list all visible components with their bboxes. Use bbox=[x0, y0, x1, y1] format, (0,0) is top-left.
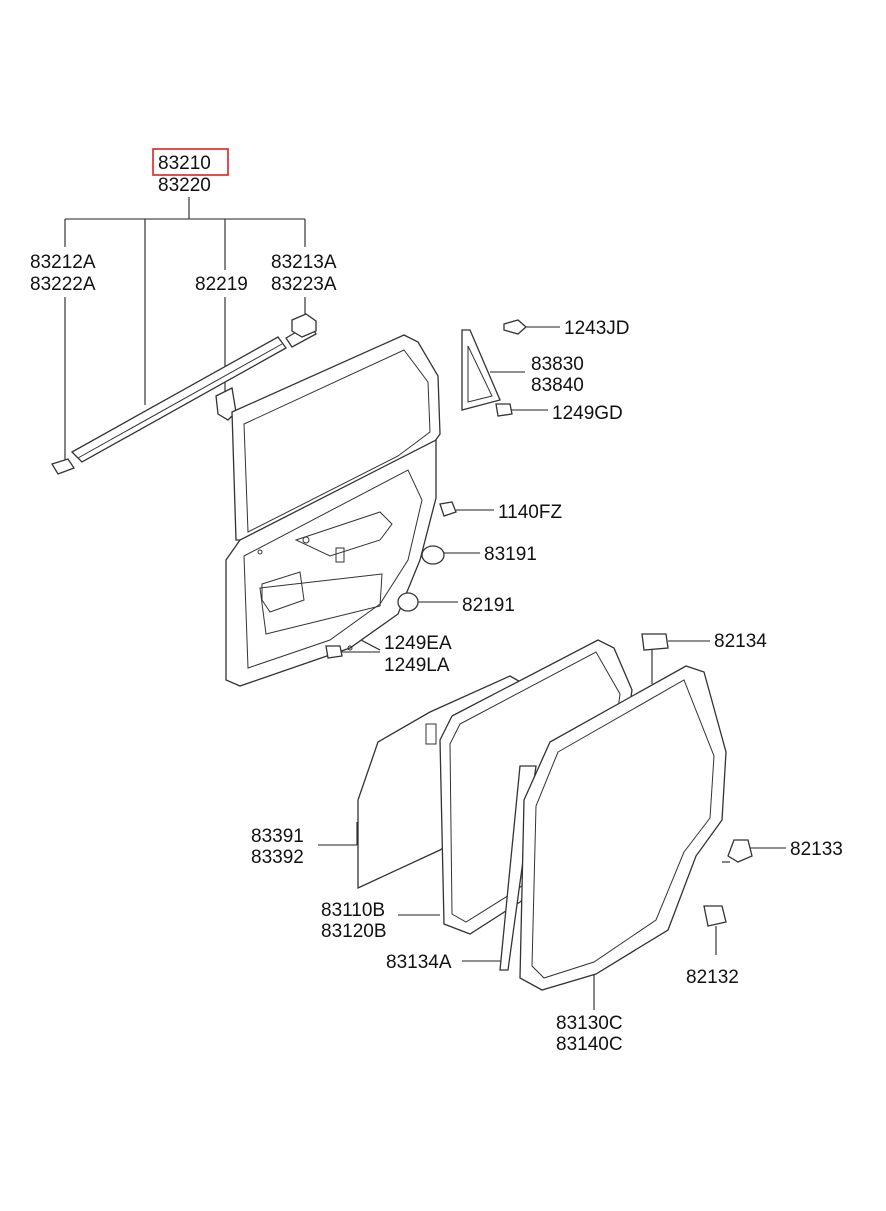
opening-weatherstrip bbox=[519, 665, 727, 991]
label-83840[interactable]: 83840 bbox=[531, 375, 584, 396]
label-83130C[interactable]: 83130C bbox=[556, 1013, 623, 1034]
label-83392[interactable]: 83392 bbox=[251, 847, 304, 868]
screw-1140fz bbox=[439, 501, 457, 517]
label-1249GD[interactable]: 1249GD bbox=[552, 403, 623, 424]
clip-82133 bbox=[727, 839, 753, 863]
label-83223A[interactable]: 83223A bbox=[271, 274, 337, 295]
leader-lines bbox=[64, 197, 786, 1010]
label-83213A[interactable]: 83213A bbox=[271, 252, 337, 273]
label-1243JD[interactable]: 1243JD bbox=[564, 318, 630, 339]
cap-82191 bbox=[397, 592, 419, 612]
triangle-garnish bbox=[461, 329, 501, 411]
label-82134[interactable]: 82134 bbox=[714, 631, 767, 652]
label-82132[interactable]: 82132 bbox=[686, 967, 739, 988]
label-1249LA[interactable]: 1249LA bbox=[384, 655, 450, 676]
screw-1249ea bbox=[325, 645, 343, 659]
label-83391[interactable]: 83391 bbox=[251, 826, 304, 847]
door-trim-panel bbox=[225, 334, 441, 687]
label-1249EA[interactable]: 1249EA bbox=[384, 633, 452, 654]
label-82191[interactable]: 82191 bbox=[462, 595, 515, 616]
screw-1243jd bbox=[503, 319, 527, 335]
label-83120B[interactable]: 83120B bbox=[321, 921, 387, 942]
label-82133[interactable]: 82133 bbox=[790, 839, 843, 860]
clip-82134 bbox=[641, 633, 669, 651]
selected-part-highlight bbox=[152, 148, 229, 176]
label-82219[interactable]: 82219 bbox=[195, 274, 248, 295]
label-83210[interactable]: 83210 bbox=[158, 153, 211, 174]
label-83212A[interactable]: 83212A bbox=[30, 252, 96, 273]
label-83191[interactable]: 83191 bbox=[484, 544, 537, 565]
cap-82132 bbox=[703, 905, 727, 927]
label-1140FZ[interactable]: 1140FZ bbox=[498, 502, 562, 523]
clip-83191 bbox=[421, 545, 445, 565]
fasteners bbox=[325, 319, 753, 927]
label-83830[interactable]: 83830 bbox=[531, 354, 584, 375]
label-83140C[interactable]: 83140C bbox=[556, 1034, 623, 1055]
label-83220[interactable]: 83220 bbox=[158, 175, 211, 196]
belt-moulding-strip bbox=[51, 313, 317, 475]
label-83222A[interactable]: 83222A bbox=[30, 274, 96, 295]
label-83134A[interactable]: 83134A bbox=[386, 952, 452, 973]
screw-1249gd bbox=[495, 403, 513, 417]
label-83110B[interactable]: 83110B bbox=[321, 900, 385, 921]
